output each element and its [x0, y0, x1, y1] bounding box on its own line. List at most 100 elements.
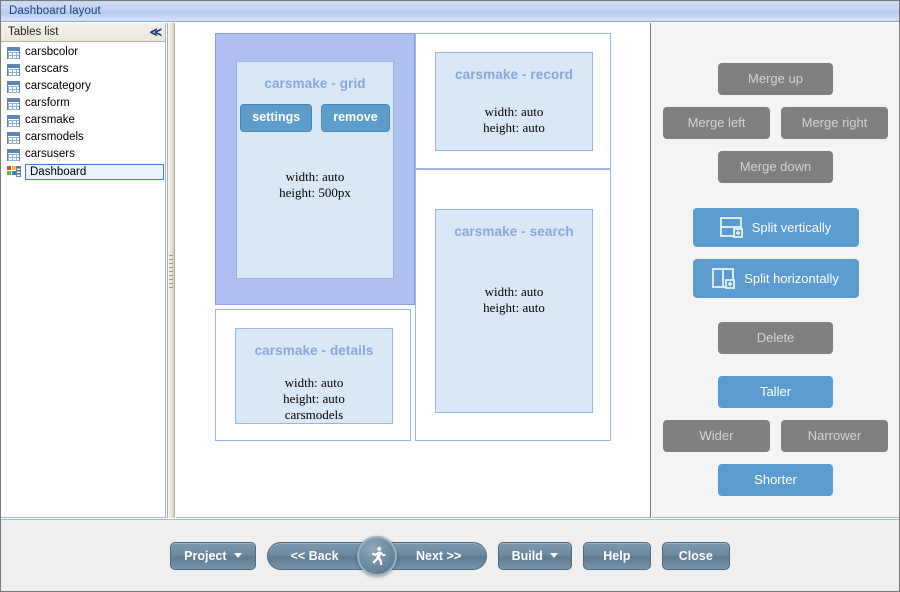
double-chevron-left-icon[interactable]: ≪ — [149, 25, 161, 39]
widget-title: carsmake - record — [454, 67, 574, 82]
table-icon — [7, 114, 20, 127]
sidebar-item-label: carscategory — [25, 80, 91, 92]
sidebar-item-carsmodels[interactable]: carsmodels — [1, 129, 165, 146]
chevron-down-icon — [549, 553, 558, 558]
widget-meta: width: auto height: auto — [436, 104, 592, 136]
tables-list: carsbcolor carscars carscategory carsform ca… — [1, 42, 165, 180]
width-row: Wider Narrower — [652, 420, 899, 452]
split-vertically-label: Split vertically — [751, 219, 832, 235]
widget-meta-line: height: auto — [483, 300, 545, 315]
split-vertically-button[interactable]: Split vertically — [692, 208, 859, 247]
tables-list-header: Tables list ≪ — [1, 23, 165, 42]
widget-meta-line: carsmodels — [284, 407, 344, 422]
shorter-row: Shorter — [652, 464, 899, 496]
widget-panel-grid[interactable]: carsmake - grid settings remove width: a… — [236, 61, 394, 279]
widget-meta-line: width: auto — [484, 284, 544, 299]
table-icon — [7, 46, 20, 59]
merge-up-button[interactable]: Merge up — [718, 63, 833, 95]
table-icon — [7, 131, 20, 144]
sidebar-item-label: Dashboard — [25, 163, 164, 180]
bottom-toolbar: Project << Back Next >> Build Help Close — [1, 519, 899, 591]
sidebar-item-label: carsusers — [25, 148, 75, 160]
dashboard-icon — [7, 165, 21, 178]
sidebar-item-label: carsmake — [25, 114, 75, 126]
wider-button[interactable]: Wider — [663, 420, 770, 452]
delete-button[interactable]: Delete — [718, 322, 833, 354]
help-button[interactable]: Help — [582, 541, 651, 570]
merge-down-row: Merge down — [652, 151, 899, 183]
layout-canvas: carsmake - grid settings remove width: a… — [176, 23, 651, 518]
sidebar-item-carsbcolor[interactable]: carsbcolor — [1, 44, 165, 61]
run-button[interactable] — [356, 535, 397, 576]
close-button[interactable]: Close — [661, 541, 730, 570]
split-horizontally-icon — [712, 268, 736, 289]
sidebar-item-carsform[interactable]: carsform — [1, 95, 165, 112]
wizard-nav-group: << Back Next >> — [266, 535, 487, 576]
layout-cell-grid[interactable]: carsmake - grid settings remove width: a… — [215, 33, 415, 305]
sidebar-item-label: carscars — [25, 63, 69, 75]
widget-panel-search[interactable]: carsmake - search width: auto height: au… — [435, 209, 593, 413]
project-label: Project — [184, 548, 227, 563]
table-icon — [7, 97, 20, 110]
sidebar-item-carsmake[interactable]: carsmake — [1, 112, 165, 129]
sidebar-item-label: carsbcolor — [25, 46, 79, 58]
layout-cell-search[interactable]: carsmake - search width: auto height: au… — [415, 169, 611, 441]
widget-panel-record[interactable]: carsmake - record width: auto height: au… — [435, 52, 593, 151]
split-horizontally-row: Split horizontally — [652, 259, 899, 298]
table-icon — [7, 80, 20, 93]
taller-button[interactable]: Taller — [718, 376, 833, 408]
widget-panel-details[interactable]: carsmake - details width: auto height: a… — [235, 328, 393, 424]
sidebar-item-carscars[interactable]: carscars — [1, 61, 165, 78]
widget-meta: width: auto height: auto — [436, 284, 592, 316]
tables-list-title: Tables list — [8, 26, 59, 38]
widget-meta-line: height: auto — [283, 391, 345, 406]
sidebar-item-label: carsform — [25, 97, 70, 109]
widget-meta-line: width: auto — [484, 104, 544, 119]
settings-button[interactable]: settings — [240, 104, 313, 132]
shorter-button[interactable]: Shorter — [718, 464, 833, 496]
sidebar-item-carscategory[interactable]: carscategory — [1, 78, 165, 95]
widget-meta: width: auto height: 500px — [237, 169, 393, 201]
tables-list-sidebar: Tables list ≪ carsbcolor carscars carscate… — [1, 23, 166, 518]
sidebar-item-label: carsmodels — [25, 131, 84, 143]
layout-cell-record[interactable]: carsmake - record width: auto height: au… — [415, 33, 611, 169]
widget-meta: width: auto height: auto carsmodels — [236, 375, 392, 423]
merge-down-button[interactable]: Merge down — [718, 151, 833, 183]
splitter-grip-icon — [169, 255, 173, 289]
narrower-button[interactable]: Narrower — [781, 420, 888, 452]
running-person-icon — [371, 546, 386, 565]
sidebar-splitter[interactable] — [167, 23, 175, 518]
project-button[interactable]: Project — [170, 541, 256, 570]
layout-actions-panel: Merge up Merge left Merge right Merge do… — [652, 23, 899, 518]
split-vertically-row: Split vertically — [652, 208, 899, 247]
build-button[interactable]: Build — [497, 541, 572, 570]
window-titlebar: Dashboard layout — [1, 1, 899, 22]
taller-row: Taller — [652, 376, 899, 408]
build-label: Build — [511, 548, 543, 563]
widget-meta-line: height: 500px — [279, 184, 351, 200]
merge-right-button[interactable]: Merge right — [781, 107, 888, 139]
window-title: Dashboard layout — [9, 5, 101, 17]
delete-row: Delete — [652, 322, 899, 354]
merge-left-button[interactable]: Merge left — [663, 107, 770, 139]
sidebar-item-dashboard[interactable]: Dashboard — [1, 163, 165, 180]
remove-button[interactable]: remove — [321, 104, 390, 132]
toolbar-buttons: Project << Back Next >> Build Help Close — [170, 535, 730, 576]
widget-title: carsmake - search — [454, 224, 574, 239]
widget-title: carsmake - grid — [264, 76, 366, 91]
table-icon — [7, 63, 20, 76]
widget-meta-line: width: auto — [285, 168, 345, 184]
widget-meta-line: width: auto — [284, 375, 344, 390]
chevron-down-icon — [233, 553, 242, 558]
table-icon — [7, 148, 20, 161]
merge-side-row: Merge left Merge right — [652, 107, 899, 139]
widget-meta-line: height: auto — [483, 120, 545, 135]
widget-title: carsmake - details — [254, 343, 374, 358]
widget-action-buttons: settings remove — [237, 104, 393, 132]
split-horizontally-button[interactable]: Split horizontally — [692, 259, 859, 298]
sidebar-item-carsusers[interactable]: carsusers — [1, 146, 165, 163]
layout-cell-details[interactable]: carsmake - details width: auto height: a… — [215, 309, 411, 441]
merge-up-row: Merge up — [652, 63, 899, 95]
split-vertically-icon — [719, 217, 743, 238]
